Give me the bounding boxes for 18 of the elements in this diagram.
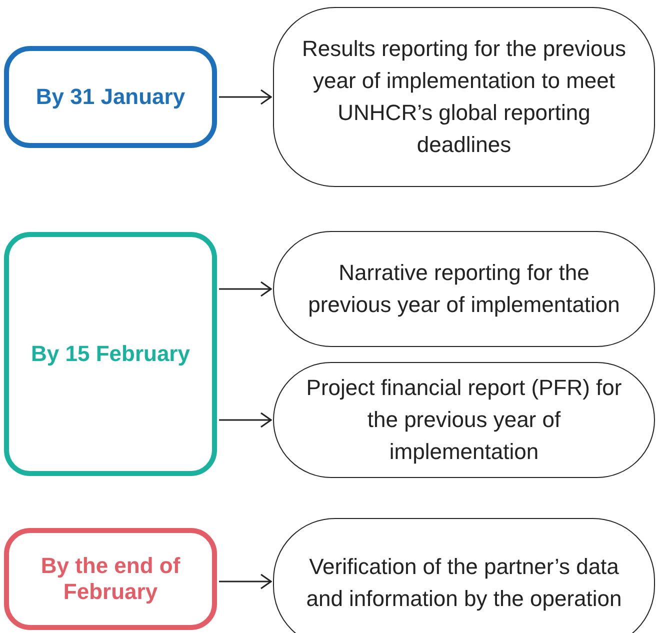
deadline-box [4, 528, 217, 630]
arrow [219, 412, 272, 428]
deadline-box [4, 46, 217, 148]
deadline-box [4, 232, 217, 476]
task-text: Verification of the partner’s data and information by the operation [305, 553, 623, 613]
task-box [273, 7, 655, 187]
task-text: Project financial report (PFR) for the previous year of implementation [305, 374, 623, 466]
arrow [219, 574, 272, 590]
arrow [219, 89, 272, 105]
deadline-label: By the end of February [40, 553, 182, 605]
task-text: Narrative reporting for the previous year of implementation [307, 259, 621, 319]
arrow [219, 281, 272, 297]
deadline-label: By 15 February [31, 341, 190, 367]
task-box [273, 231, 655, 347]
deadline-label: By 31 January [36, 84, 186, 110]
task-text: Results reporting for the previous year of implementation to meet UNHCR’s global reporting deadlines [300, 35, 628, 159]
task-box [273, 518, 655, 633]
task-box [273, 362, 655, 478]
